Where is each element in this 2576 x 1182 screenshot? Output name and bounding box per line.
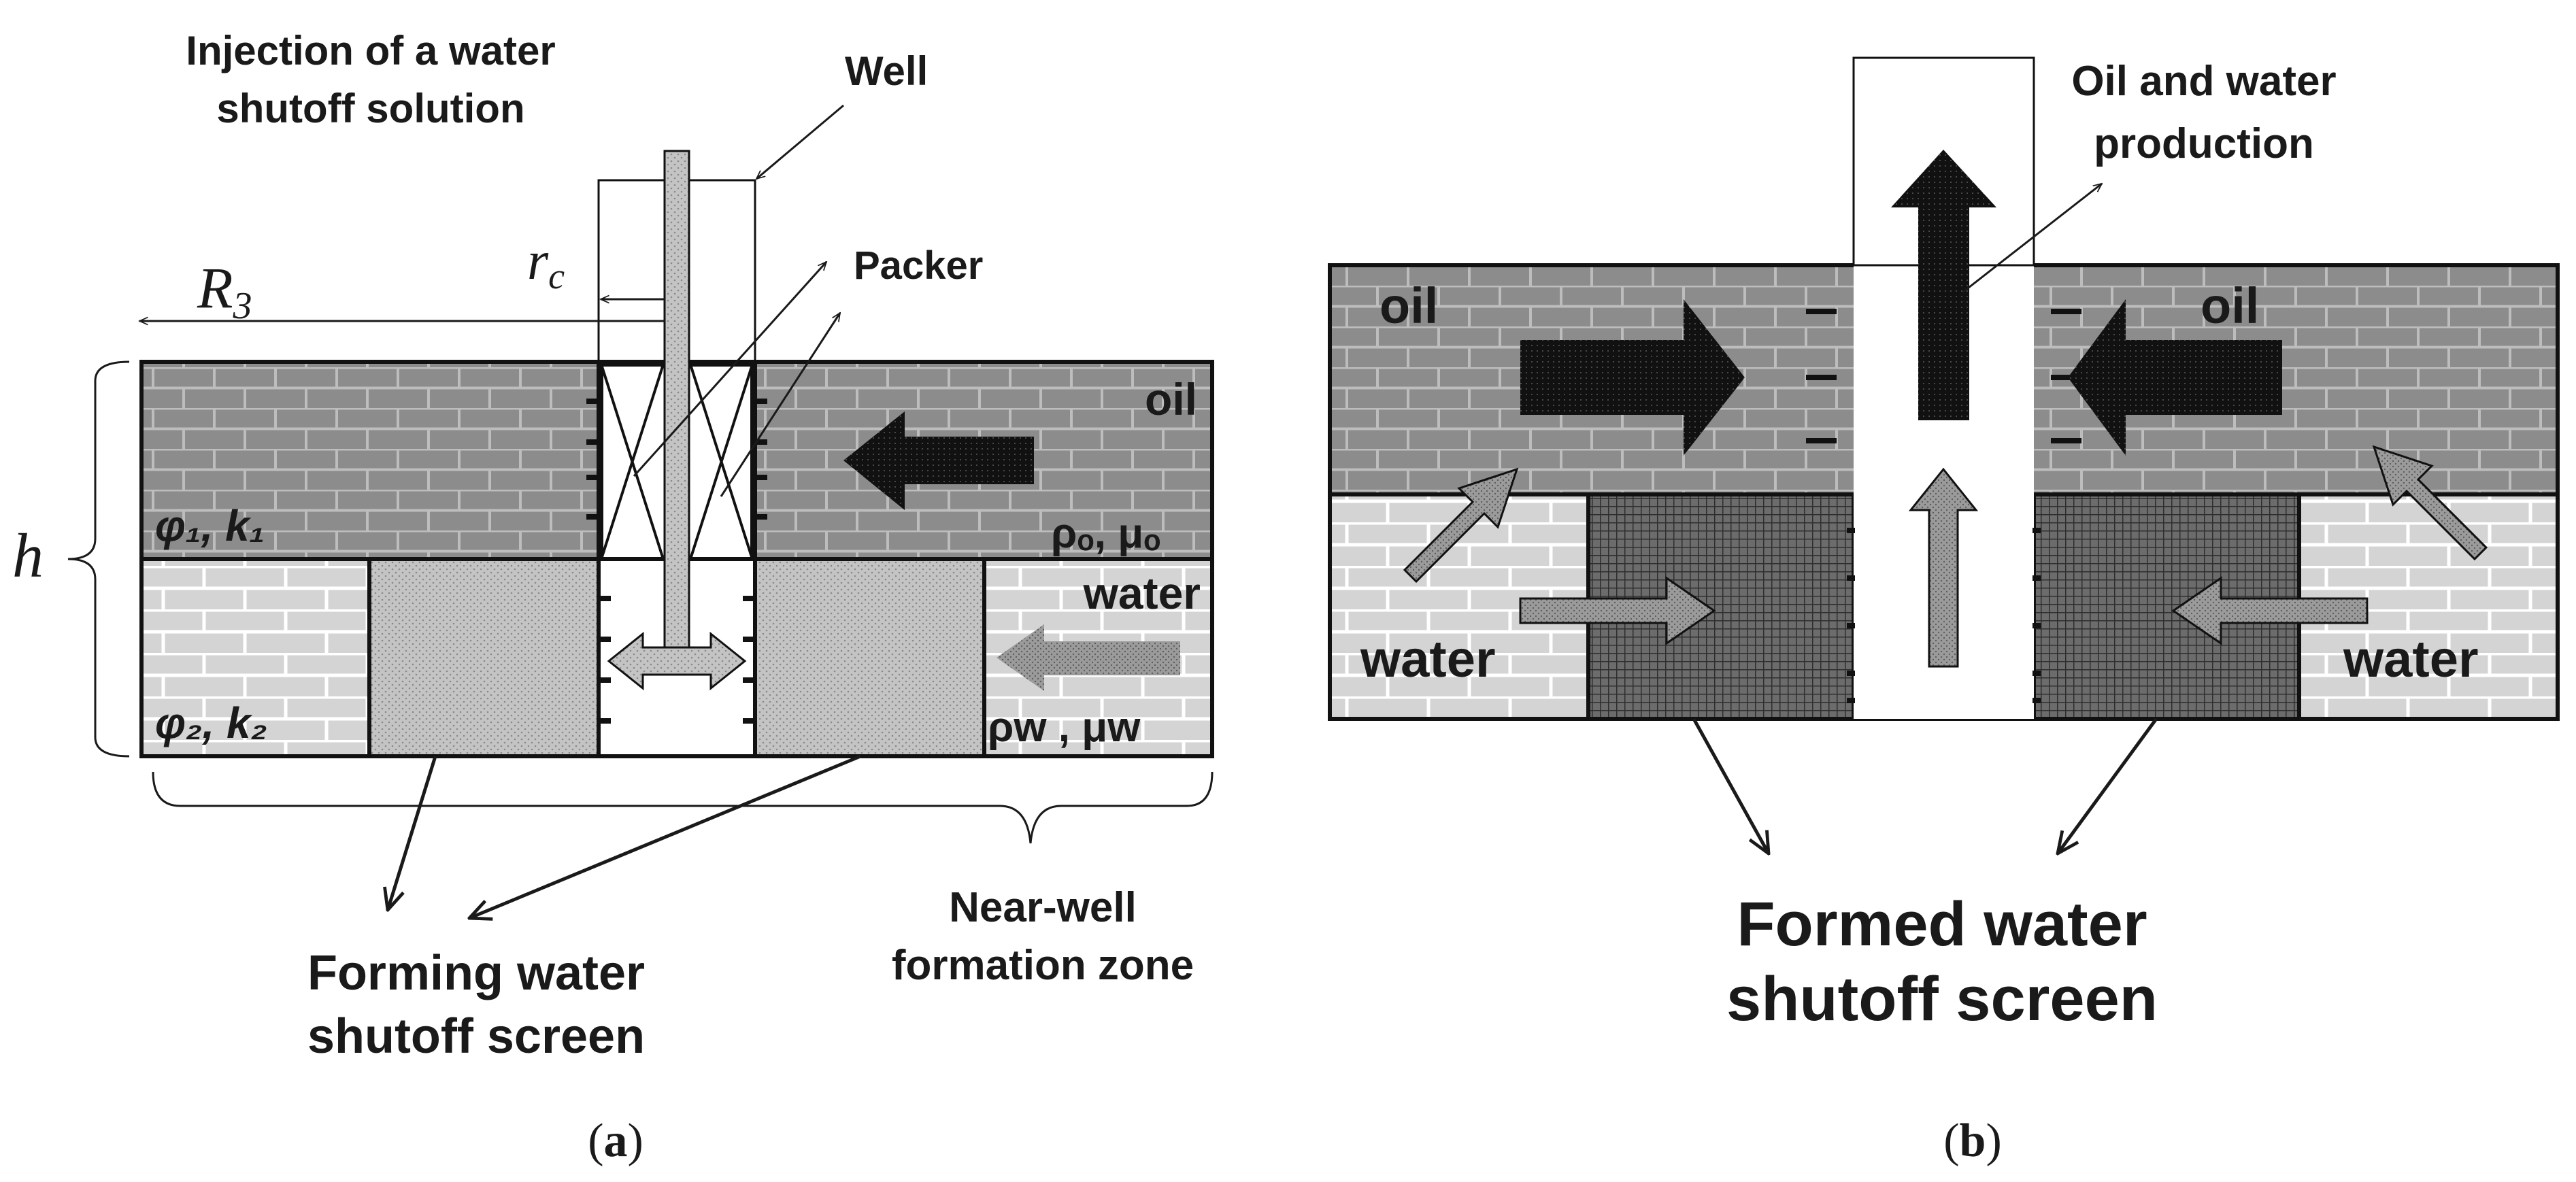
phi1-k1-label: φ₁, k₁ <box>155 501 265 550</box>
injection-label-line2: shutoff solution <box>216 86 524 131</box>
nearwell-label-line1: Near-well <box>949 884 1137 931</box>
screen-leader-right <box>469 754 861 918</box>
formed-label-line2: shutoff screen <box>1726 964 2158 1034</box>
water-up-arrow <box>1908 467 1979 668</box>
packer-label: Packer <box>854 243 983 288</box>
oil-label-a: oil <box>1145 374 1197 424</box>
water-arrow-b-right <box>2171 576 2369 645</box>
well-label: Well <box>845 48 928 94</box>
forming-screen-left <box>367 557 601 758</box>
rho-w-label: ρw , μw <box>988 704 1141 751</box>
forming-label-line1: Forming water <box>307 946 645 1000</box>
perforations-a <box>586 399 767 724</box>
well-leader <box>756 104 844 179</box>
oil-arrow-b-right <box>2068 299 2282 456</box>
oil-flow-arrow <box>843 411 1034 510</box>
panel-b: Oil and water production oil oil water w… <box>1328 56 2560 1167</box>
r3-label: R3 <box>197 255 252 327</box>
rho-o-label: ρₒ, μₒ <box>1051 510 1161 557</box>
phi2-k2-label: φ₂, k₂ <box>155 698 267 747</box>
packer-leader-1 <box>633 262 826 477</box>
h-label: h <box>12 521 44 590</box>
water-arrow-b-left <box>1519 576 1716 645</box>
formed-label-line1: Formed water <box>1737 890 2147 959</box>
water-flow-arrow <box>997 624 1180 691</box>
screen-leader-left <box>388 756 437 910</box>
water-diag-arrow-right <box>2372 445 2488 561</box>
formed-leader-left <box>1692 717 1769 854</box>
panel-b-tag: (b) <box>1943 1115 2002 1167</box>
production-leader <box>1962 184 2102 294</box>
tubing <box>663 150 690 649</box>
injection-double-arrow <box>607 631 747 691</box>
rc-label: rc <box>527 231 565 297</box>
production-up-arrow <box>1891 150 1996 420</box>
h-brace <box>67 360 130 758</box>
forming-screen-right <box>753 557 986 758</box>
perforations-b <box>1806 309 2081 703</box>
near-well-brace <box>152 771 1214 844</box>
forming-label-line2: shutoff screen <box>307 1009 645 1064</box>
nearwell-label-line2: formation zone <box>892 942 1194 989</box>
injection-label-line1: Injection of a water <box>186 28 555 73</box>
packer-leader-2 <box>720 313 841 497</box>
water-label-a: water <box>1083 568 1201 618</box>
water-layer-left <box>141 559 369 756</box>
water-diag-arrow-left <box>1403 467 1519 584</box>
panel-a-tag: (a) <box>588 1115 643 1167</box>
oil-arrow-b-left <box>1520 299 1745 456</box>
oil-layer-left <box>141 362 599 559</box>
water-label-b-right: water <box>2343 630 2479 688</box>
panel-a: Injection of a water shutoff solution We… <box>12 28 1214 1167</box>
oil-label-b-right: oil <box>2201 277 2259 334</box>
formed-leader-right <box>2058 717 2158 854</box>
production-label-line2: production <box>2094 120 2314 167</box>
oil-label-b-left: oil <box>1379 277 1438 334</box>
water-label-b-left: water <box>1360 630 1496 688</box>
production-label-line1: Oil and water <box>2071 58 2336 105</box>
